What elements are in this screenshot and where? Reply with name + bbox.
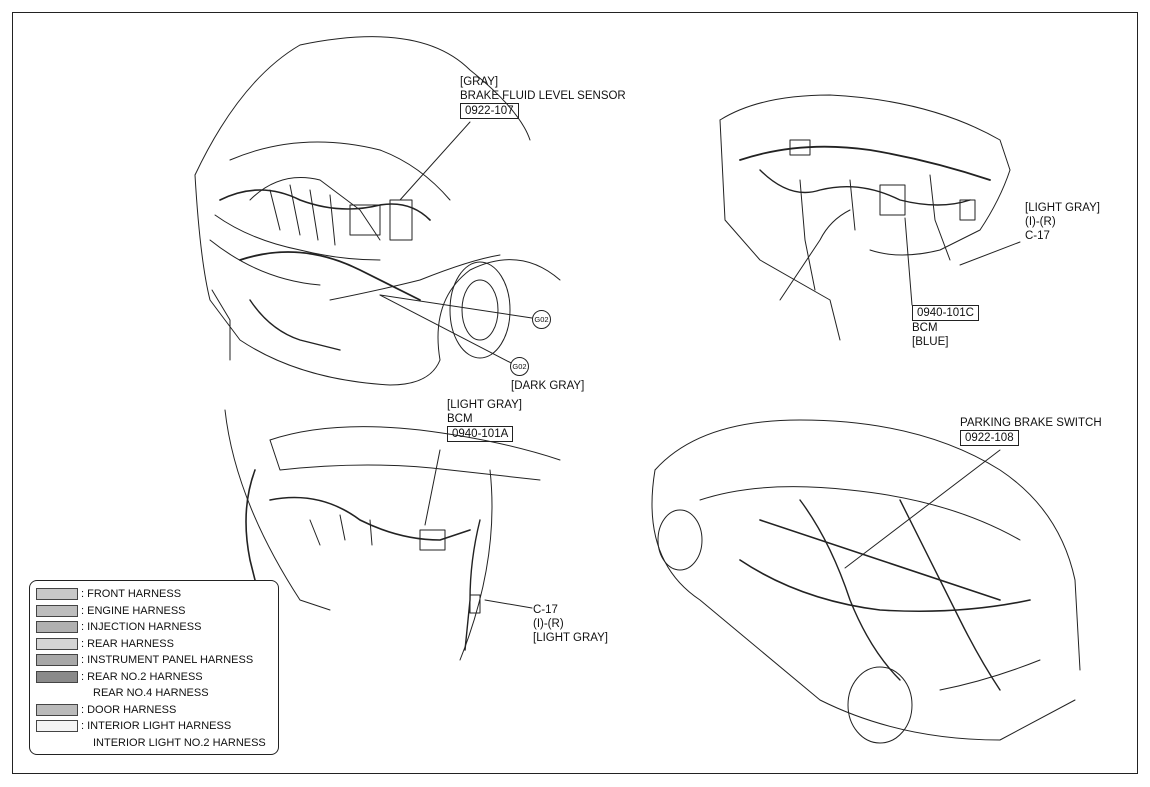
brake-fluid-color: [GRAY] <box>460 76 499 88</box>
legend-label: : INSTRUMENT PANEL HARNESS <box>81 654 254 667</box>
legend-sub-interior-light-no2: INTERIOR LIGHT NO.2 HARNESS <box>93 736 266 749</box>
legend-item-instrument-panel: : INSTRUMENT PANEL HARNESS <box>36 652 278 669</box>
legend-label: : INTERIOR LIGHT HARNESS <box>81 720 232 733</box>
legend-item-engine: : ENGINE HARNESS <box>36 603 278 620</box>
legend-swatch <box>36 588 78 601</box>
ip-right-callout: [LIGHT GRAY] (I)-(R) C-17 <box>1025 201 1100 243</box>
ground-marker-lower: G02 <box>510 357 529 376</box>
ground-color-label: [DARK GRAY] <box>511 380 585 392</box>
bcm-light-gray-code: 0940-101A <box>447 426 514 442</box>
legend-sub-rear-no4: REAR NO.4 HARNESS <box>93 687 209 699</box>
parking-brake-code: 0922-108 <box>960 430 1019 446</box>
legend-label: : DOOR HARNESS <box>81 703 177 716</box>
bcm-blue-color: [BLUE] <box>912 336 949 348</box>
bcm-light-gray-color: [LIGHT GRAY] <box>447 399 522 411</box>
legend-swatch <box>36 703 78 716</box>
bcm-light-gray-callout: [LIGHT GRAY] BCM 0940-101A <box>447 398 522 442</box>
parking-brake-callout: PARKING BRAKE SWITCH 0922-108 <box>960 416 1102 446</box>
legend-swatch <box>36 654 78 667</box>
bcm-blue-callout: 0940-101C BCM [BLUE] <box>912 305 979 349</box>
legend-item-door: : DOOR HARNESS <box>36 702 278 719</box>
legend-swatch <box>36 621 78 634</box>
legend-item-rear-no2: : REAR NO.2 HARNESS <box>36 669 278 686</box>
instrument-panel-view <box>719 94 1021 341</box>
c17-lower-pins: (I)-(R) <box>533 618 564 630</box>
legend-label: : REAR NO.2 HARNESS <box>81 670 203 683</box>
harness-legend: : FRONT HARNESS : ENGINE HARNESS : INJEC… <box>29 580 279 755</box>
bcm-blue-code: 0940-101C <box>912 305 979 321</box>
bcm-blue-name: BCM <box>912 322 938 334</box>
ip-right-code: C-17 <box>1025 230 1050 242</box>
legend-swatch <box>36 720 78 733</box>
interior-lower-view <box>224 409 561 661</box>
bcm-light-gray-name: BCM <box>447 413 473 425</box>
legend-item-rear: : REAR HARNESS <box>36 636 278 653</box>
parking-brake-name: PARKING BRAKE SWITCH <box>960 417 1102 429</box>
legend-swatch <box>36 637 78 650</box>
legend-item-injection: : INJECTION HARNESS <box>36 619 278 636</box>
c17-lower-callout: C-17 (I)-(R) [LIGHT GRAY] <box>533 603 608 645</box>
legend-label: : REAR HARNESS <box>81 637 174 650</box>
brake-fluid-code: 0922-107 <box>460 103 519 119</box>
engine-bay-view <box>194 36 561 386</box>
c17-lower-code: C-17 <box>533 604 558 616</box>
ip-right-pins: (I)-(R) <box>1025 216 1056 228</box>
legend-label: : ENGINE HARNESS <box>81 604 186 617</box>
vehicle-body-view <box>651 419 1081 744</box>
c17-lower-color: [LIGHT GRAY] <box>533 632 608 644</box>
ip-right-color: [LIGHT GRAY] <box>1025 202 1100 214</box>
ground-marker-upper: G02 <box>532 310 551 329</box>
brake-fluid-callout: [GRAY] BRAKE FLUID LEVEL SENSOR 0922-107 <box>460 75 626 119</box>
legend-swatch <box>36 604 78 617</box>
legend-item-interior-light: : INTERIOR LIGHT HARNESS <box>36 718 278 735</box>
legend-swatch <box>36 670 78 683</box>
legend-item-front: : FRONT HARNESS <box>36 586 278 603</box>
diagram-frame <box>12 12 1138 774</box>
legend-label: : INJECTION HARNESS <box>81 621 202 634</box>
legend-label: : FRONT HARNESS <box>81 588 182 601</box>
brake-fluid-name: BRAKE FLUID LEVEL SENSOR <box>460 90 626 102</box>
